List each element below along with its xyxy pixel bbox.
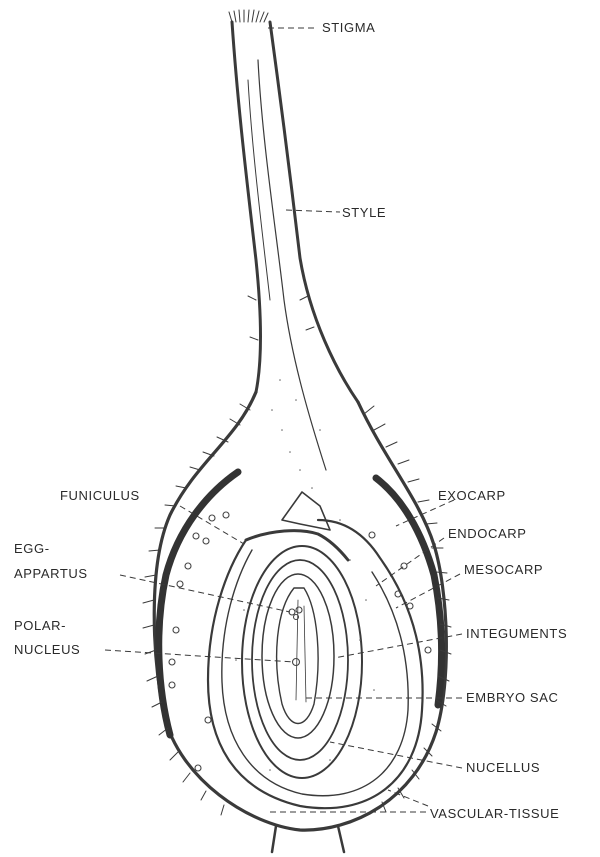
label-egg-apparatus-line2: APPARTUS <box>14 566 88 581</box>
label-embryo-sac: EMBRYO SAC <box>466 690 558 705</box>
style-canal <box>258 60 326 470</box>
exocarp-thick-right <box>376 478 441 705</box>
outer-hairs <box>143 296 451 815</box>
label-nucellus: NUCELLUS <box>466 760 540 775</box>
label-egg-apparatus-line1: EGG- <box>14 541 50 556</box>
placental-wedge <box>282 492 330 530</box>
ovary-wall <box>154 392 446 830</box>
style-left-wall <box>232 22 261 392</box>
style-canal-inner <box>248 80 270 300</box>
label-style: STYLE <box>342 205 386 220</box>
stalk-left <box>272 826 276 852</box>
funiculus-tissue <box>246 531 348 560</box>
nucellus-boundary <box>262 574 334 738</box>
embryo-sac-outline <box>277 588 318 724</box>
label-integuments: INTEGUMENTS <box>466 626 567 641</box>
label-polar-nucleus-line1: POLAR- <box>14 618 66 633</box>
stalk-right <box>338 826 344 852</box>
label-polar-nucleus-line2: NUCLEUS <box>14 642 80 657</box>
label-stigma: STIGMA <box>322 20 375 35</box>
label-endocarp: ENDOCARP <box>448 526 526 541</box>
label-exocarp: EXOCARP <box>438 488 506 503</box>
label-vascular-tissue: VASCULAR-TISSUE <box>430 806 559 821</box>
endocarp-wall-inner <box>222 550 408 796</box>
egg-apparatus-cells <box>289 607 302 620</box>
wall-cells <box>169 512 431 771</box>
label-mesocarp: MESOCARP <box>464 562 543 577</box>
label-funiculus: FUNICULUS <box>60 488 140 503</box>
polar-nucleus-cell <box>293 659 300 666</box>
embryo-sac-line-2 <box>304 606 306 702</box>
outer-integument <box>242 546 362 778</box>
stigma-tuft <box>229 10 268 22</box>
